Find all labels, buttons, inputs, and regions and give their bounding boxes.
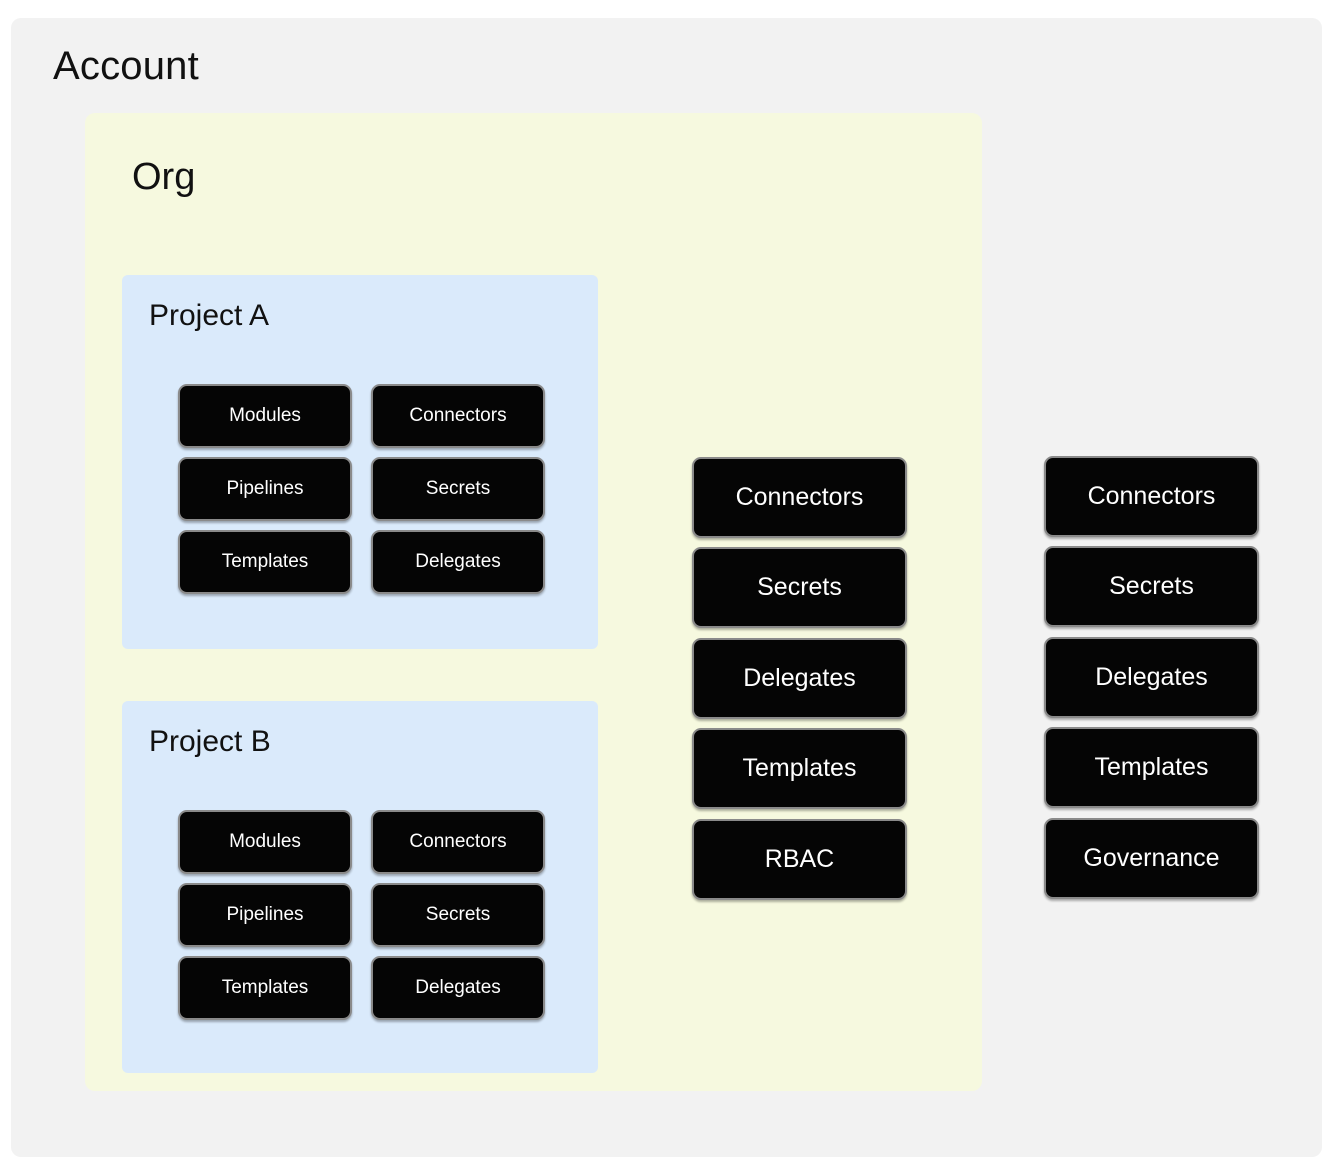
button-label: Templates	[221, 551, 309, 572]
button-label: Templates	[221, 977, 309, 998]
project-a-resource-delegates[interactable]: Delegates	[371, 530, 545, 594]
button-label: Delegates	[743, 664, 856, 692]
project-b-resource-templates[interactable]: Templates	[178, 956, 352, 1020]
button-label: Connectors	[409, 831, 507, 852]
project-b-resource-modules[interactable]: Modules	[178, 810, 352, 874]
account-resource-governance[interactable]: Governance	[1044, 818, 1259, 899]
org-resource-templates[interactable]: Templates	[692, 728, 907, 809]
account-resource-connectors[interactable]: Connectors	[1044, 456, 1259, 537]
project-a-resource-pipelines[interactable]: Pipelines	[178, 457, 352, 521]
button-label: Secrets	[757, 573, 842, 601]
button-label: Modules	[229, 831, 301, 852]
button-label: Secrets	[425, 478, 491, 499]
button-label: RBAC	[764, 845, 835, 873]
project-b-resource-connectors[interactable]: Connectors	[371, 810, 545, 874]
account-resource-delegates[interactable]: Delegates	[1044, 637, 1259, 718]
button-label: Modules	[229, 405, 301, 426]
button-label: Templates	[1094, 753, 1209, 781]
project-a-resource-grid: Modules Connectors Pipelines Secrets Tem…	[178, 384, 550, 604]
org-resource-secrets[interactable]: Secrets	[692, 547, 907, 628]
project-a-resource-secrets[interactable]: Secrets	[371, 457, 545, 521]
button-label: Delegates	[415, 977, 501, 998]
account-scope-panel: Account Org Project A Modules Connectors…	[11, 18, 1322, 1157]
button-label: Connectors	[735, 483, 864, 511]
account-resource-templates[interactable]: Templates	[1044, 727, 1259, 808]
project-b-resource-delegates[interactable]: Delegates	[371, 956, 545, 1020]
org-resource-rbac[interactable]: RBAC	[692, 819, 907, 900]
project-b-resource-secrets[interactable]: Secrets	[371, 883, 545, 947]
project-a-resource-templates[interactable]: Templates	[178, 530, 352, 594]
project-b-resource-grid: Modules Connectors Pipelines Secrets Tem…	[178, 810, 550, 1030]
button-label: Pipelines	[226, 478, 304, 499]
button-label: Connectors	[1087, 482, 1216, 510]
button-label: Governance	[1083, 844, 1220, 872]
project-a-title: Project A	[149, 299, 270, 332]
account-resource-secrets[interactable]: Secrets	[1044, 546, 1259, 627]
project-b-resource-pipelines[interactable]: Pipelines	[178, 883, 352, 947]
account-title: Account	[53, 44, 199, 88]
button-label: Delegates	[415, 551, 501, 572]
button-label: Connectors	[409, 405, 507, 426]
project-b-panel: Project B Modules Connectors Pipelines S…	[122, 701, 598, 1073]
button-label: Delegates	[1095, 663, 1208, 691]
button-label: Secrets	[425, 904, 491, 925]
project-a-resource-connectors[interactable]: Connectors	[371, 384, 545, 448]
button-label: Pipelines	[226, 904, 304, 925]
button-label: Secrets	[1109, 572, 1194, 600]
project-a-resource-modules[interactable]: Modules	[178, 384, 352, 448]
button-label: Templates	[742, 754, 857, 782]
org-resource-connectors[interactable]: Connectors	[692, 457, 907, 538]
project-b-title: Project B	[149, 725, 271, 758]
project-a-panel: Project A Modules Connectors Pipelines S…	[122, 275, 598, 649]
org-title: Org	[132, 156, 196, 198]
org-resource-delegates[interactable]: Delegates	[692, 638, 907, 719]
